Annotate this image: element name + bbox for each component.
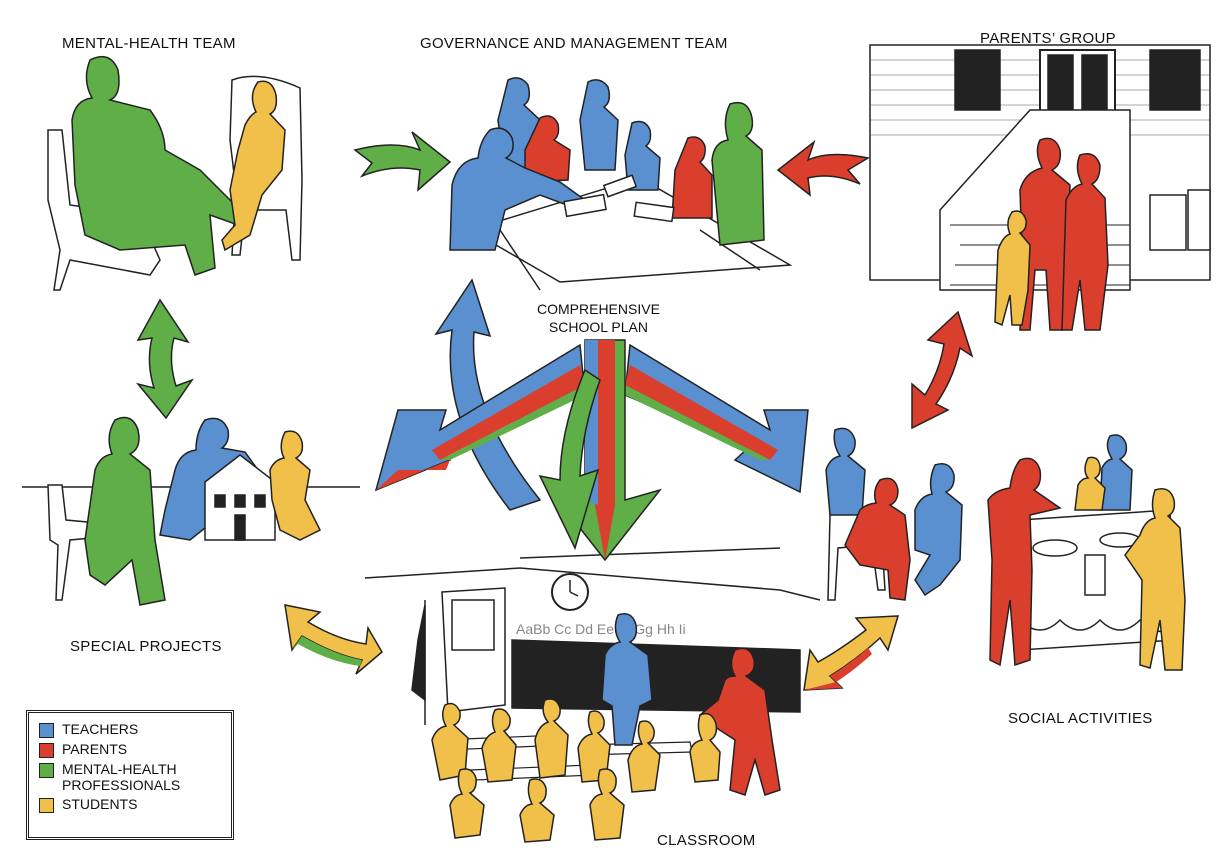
label-classroom: CLASSROOM <box>657 832 756 849</box>
legend-label: MENTAL-HEALTH PROFESSIONALS <box>62 761 181 793</box>
arrow-plan-to-special <box>374 343 586 492</box>
mental-health-team-scene <box>47 55 303 291</box>
legend-swatch-mental-health <box>39 763 54 778</box>
legend: TEACHERS PARENTS MENTAL-HEALTH PROFESSIO… <box>26 710 234 840</box>
arrow-mh-to-governance <box>353 131 452 192</box>
arrow-parents-to-social <box>911 310 974 430</box>
arrow-mh-to-special <box>135 298 194 420</box>
legend-label: PARENTS <box>62 741 128 757</box>
legend-swatch-teachers <box>39 723 54 738</box>
legend-label: STUDENTS <box>62 796 138 812</box>
arrow-plan-to-classroom-left <box>538 368 601 551</box>
label-special-projects: SPECIAL PROJECTS <box>70 638 222 655</box>
social-activities-scene <box>825 427 1186 671</box>
special-projects-scene <box>22 416 360 606</box>
legend-label: TEACHERS <box>62 721 139 737</box>
classroom-scene: AaBb Cc Dd Ee Ff Gg Hh Ii <box>364 547 821 843</box>
governance-scene <box>449 77 793 291</box>
parents-group-scene <box>869 44 1211 331</box>
legend-swatch-students <box>39 798 54 813</box>
legend-item-mental-health: MENTAL-HEALTH PROFESSIONALS <box>39 761 231 793</box>
label-comprehensive-school-plan: COMPREHENSIVE SCHOOL PLAN <box>534 300 663 336</box>
chalkboard-text: AaBb Cc Dd Ee Ff Gg Hh Ii <box>516 621 686 637</box>
label-parents-group: PARENTS’ GROUP <box>980 30 1116 47</box>
arrow-special-to-classroom <box>284 604 383 675</box>
connector-arrows <box>135 131 974 691</box>
legend-swatch-parents <box>39 743 54 758</box>
label-social-activities: SOCIAL ACTIVITIES <box>1008 710 1153 727</box>
legend-item-students: STUDENTS <box>39 796 231 813</box>
label-mental-health-team: MENTAL-HEALTH TEAM <box>62 35 236 52</box>
arrow-social-to-classroom <box>803 615 900 691</box>
central-plan-arrows <box>374 278 809 562</box>
legend-item-teachers: TEACHERS <box>39 721 231 738</box>
label-governance-team: GOVERNANCE AND MANAGEMENT TEAM <box>420 35 728 52</box>
arrow-parents-to-governance <box>776 139 871 197</box>
legend-item-parents: PARENTS <box>39 741 231 758</box>
